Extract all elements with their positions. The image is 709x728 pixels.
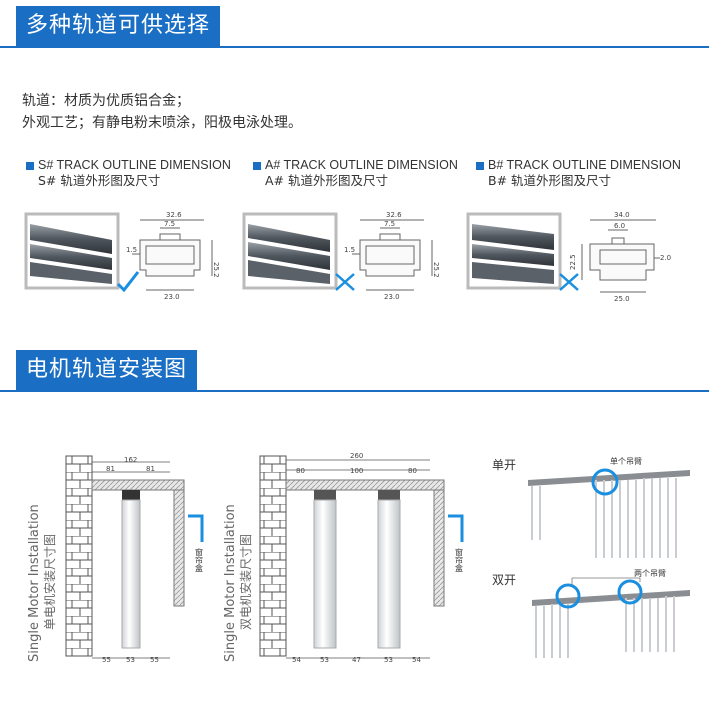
- single-hanger-callout: 单个吊臂: [610, 456, 642, 466]
- brick-wall: [259, 455, 287, 657]
- dim-inner: 7.5: [384, 220, 395, 228]
- track-title-cn: A# 轨道外形图及尺寸: [265, 173, 388, 188]
- double-install-title-cn: 双电机安装尺寸图: [238, 534, 253, 630]
- box-side-wall: [173, 489, 185, 607]
- dim-bottom: 23.0: [164, 293, 180, 301]
- dim-bottom: 23.0: [384, 293, 400, 301]
- dim-mid: 100: [350, 467, 363, 475]
- dim-top: 34.0: [614, 211, 630, 219]
- box-side-wall: [433, 489, 445, 607]
- brick-wall: [65, 455, 93, 657]
- single-install-title-cn: 单电机安装尺寸图: [42, 534, 57, 630]
- section-title: 多种轨道可供选择: [16, 6, 221, 46]
- track-photo-s: [24, 212, 120, 290]
- dim-total: 260: [350, 452, 363, 460]
- blue-square-icon: [26, 162, 34, 170]
- dim-left: 81: [106, 465, 115, 473]
- dim-right: 80: [408, 467, 417, 475]
- track-photo-b: [466, 212, 562, 290]
- track-title-en: A# TRACK OUTLINE DIMENSION: [265, 158, 458, 172]
- dim-left: 1.5: [344, 246, 355, 254]
- dim-inner: 6.0: [614, 222, 625, 230]
- curtain-box-label: 窗帘盒: [455, 547, 464, 572]
- dim-bottom-5: 54: [412, 656, 421, 664]
- section-header-tracks: 多种轨道可供选择: [0, 6, 709, 48]
- cross-mark-icon: [559, 273, 579, 291]
- dim-bottom-4: 53: [384, 656, 393, 664]
- track-title-en: B# TRACK OUTLINE DIMENSION: [488, 158, 681, 172]
- dim-right: 81: [146, 465, 155, 473]
- dim-bottom-right: 55: [150, 656, 159, 664]
- motor-tube: [121, 499, 141, 649]
- track-title-cn: S# 轨道外形图及尺寸: [38, 173, 161, 188]
- single-install-title-en: Single Motor Installation: [27, 504, 42, 662]
- double-install-title-en: Single Motor Installation: [223, 504, 238, 662]
- double-hanger-callout: 两个吊臂: [634, 568, 666, 578]
- dim-left: 80: [296, 467, 305, 475]
- dim-bottom-3: 47: [352, 656, 361, 664]
- blue-bracket-icon: [188, 514, 204, 542]
- blue-bracket-icon: [448, 514, 464, 542]
- dim-right: 25.2: [432, 262, 440, 278]
- motor-head: [378, 490, 400, 500]
- dim-bottom-2: 53: [320, 656, 329, 664]
- curtain-box-label: 窗帘盒: [195, 547, 204, 572]
- double-open-illustration: [532, 577, 690, 658]
- dim-top: 32.6: [166, 211, 182, 219]
- cross-mark-icon: [335, 273, 355, 291]
- ceiling-box: [91, 479, 185, 491]
- track-title-en: S# TRACK OUTLINE DIMENSION: [38, 158, 231, 172]
- dim-right: 25.2: [212, 262, 220, 278]
- motor-head: [314, 490, 336, 500]
- hanger-callout-circle: [591, 468, 619, 496]
- dim-right: 2.0: [660, 254, 671, 262]
- blue-square-icon: [253, 162, 261, 170]
- dim-left: 1.5: [126, 246, 137, 254]
- section-title: 电机轨道安装图: [16, 350, 198, 390]
- dim-bottom: 25.0: [614, 295, 630, 303]
- ceiling-box: [285, 479, 445, 491]
- track-photo-a: [242, 212, 338, 290]
- dim-lines: [92, 461, 170, 659]
- dim-top: 32.6: [386, 211, 402, 219]
- motor-head: [122, 490, 140, 500]
- description-line-2: 外观工艺；有静电粉末喷涂，阳极电泳处理。: [22, 115, 302, 131]
- hanger-callout-circle: [617, 579, 643, 605]
- motor-tube: [377, 499, 401, 649]
- dim-total: 162: [124, 456, 137, 464]
- track-drawings: 32.6 7.5 1.5 25.2 23.0 32.6 7.5 1.5 25.2…: [24, 211, 671, 303]
- dim-left: 22.5: [569, 254, 577, 270]
- hanger-callout-circle: [555, 583, 581, 609]
- track-profile-a: [352, 219, 433, 291]
- dim-lines: [286, 459, 430, 659]
- dim-bottom-mid: 53: [126, 656, 135, 664]
- dim-bottom-left: 55: [102, 656, 111, 664]
- dim-bottom-1: 54: [292, 656, 301, 664]
- dim-inner: 7.5: [164, 220, 175, 228]
- track-profile-b: [581, 219, 660, 293]
- installation-drawings: Single Motor Installation 单电机安装尺寸图 162 8…: [27, 452, 690, 664]
- blue-square-icon: [476, 162, 484, 170]
- double-open-label: 双开: [492, 573, 516, 587]
- single-open-label: 单开: [492, 458, 516, 472]
- check-mark-icon: [116, 271, 140, 293]
- track-profile-s: [132, 219, 213, 291]
- motor-tube: [313, 499, 337, 649]
- single-open-illustration: [528, 468, 690, 558]
- description-line-1: 轨道：材质为优质铝合金；: [22, 93, 190, 109]
- track-title-cn: B# 轨道外形图及尺寸: [488, 173, 612, 188]
- section-header-install: 电机轨道安装图: [0, 350, 709, 392]
